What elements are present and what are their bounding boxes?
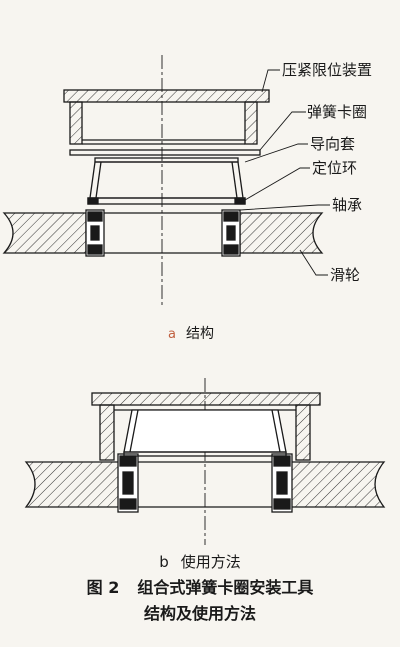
leader-lines [239,69,330,276]
diagram-b-usage [24,378,386,545]
bearing-b [117,451,293,513]
press-limit-device-b [91,392,321,461]
bearing-a [85,209,241,257]
label-guide-sleeve: 导向套 [310,135,356,153]
caption-a: a 结构 [168,323,214,343]
caption-b: b 使用方法 [0,551,400,572]
label-bearing: 轴承 [332,196,363,214]
caption-a-letter: a [168,327,176,342]
guide-sleeve [89,157,244,199]
caption-b-text: 使用方法 [180,553,241,571]
figure-title-line2: 结构及使用方法 [143,604,256,623]
label-locating-ring: 定位环 [312,159,358,177]
locating-ring [87,197,246,205]
label-press-limit-device: 压紧限位装置 [282,61,373,79]
pulley-a [2,212,324,254]
caption-b-letter: b [159,553,169,571]
guide-sleeve-b [123,409,287,453]
diagram-a-structure [2,55,330,305]
figure-title-line1: 组合式弹簧卡圈安装工具 [137,578,314,597]
figure-title: 图 2 组合式弹簧卡圈安装工具 结构及使用方法 [0,578,400,624]
press-limit-device [63,89,270,145]
caption-a-text: 结构 [185,326,214,342]
pulley-b [24,461,386,508]
label-pulley: 滑轮 [330,266,361,284]
spring-clip [69,149,261,156]
label-spring-clip: 弹簧卡圈 [307,103,368,121]
figure-number: 图 2 [86,578,120,597]
